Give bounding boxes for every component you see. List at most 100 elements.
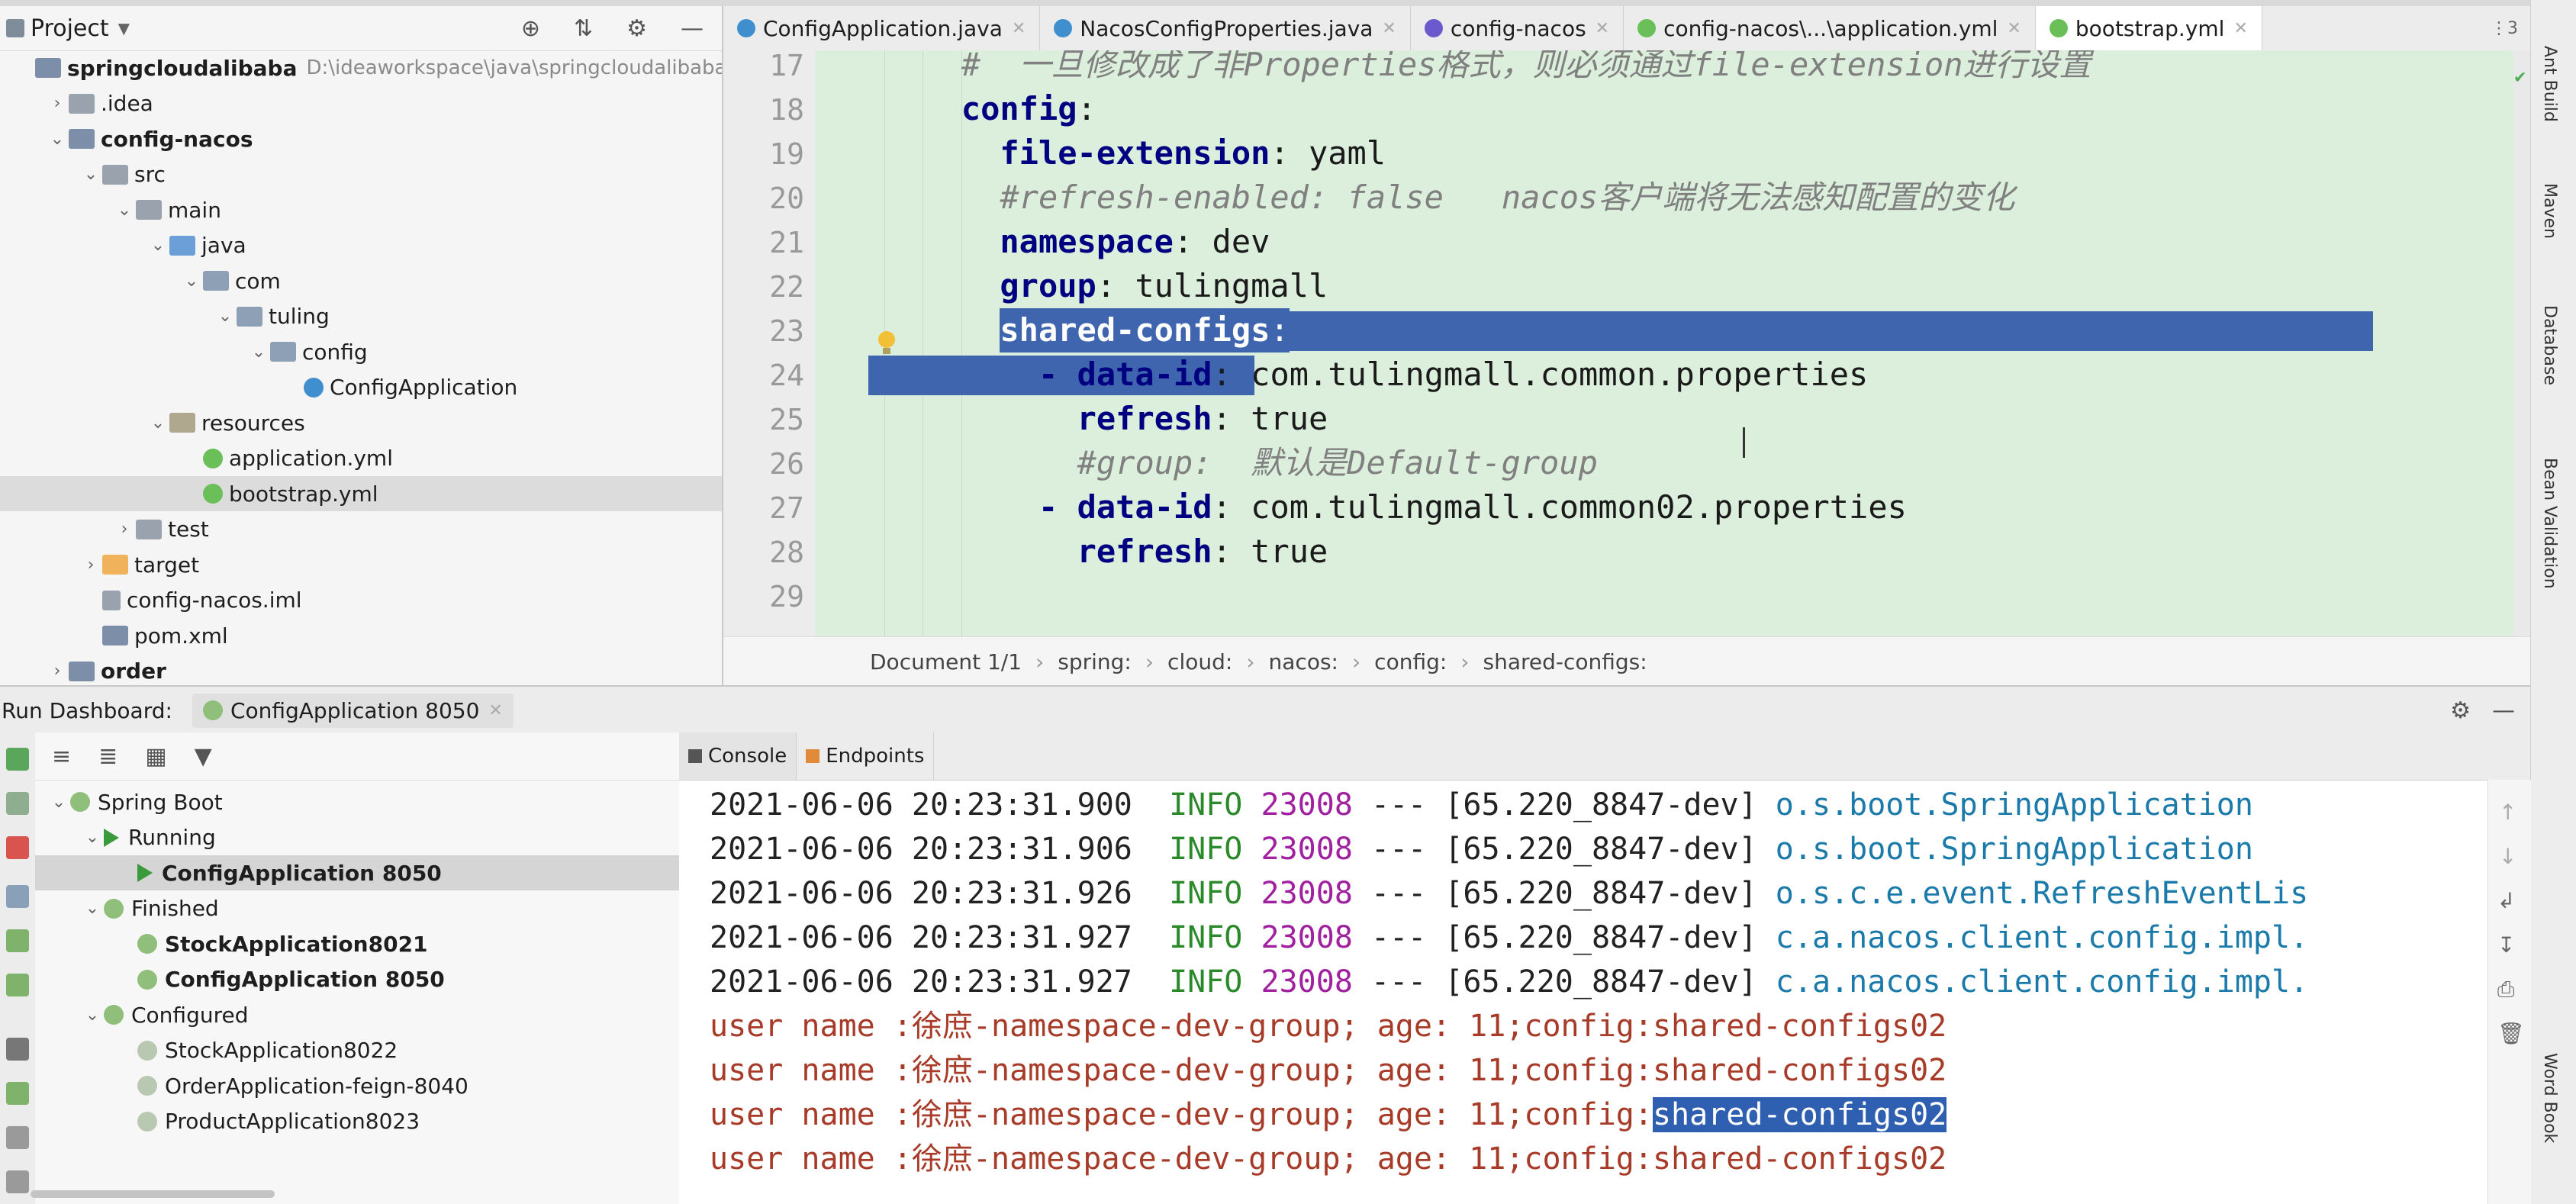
group-by-icon[interactable]: ▦: [145, 742, 167, 770]
editor-tab[interactable]: ConfigApplication.java✕: [723, 6, 1041, 50]
editor-tab[interactable]: config-nacos\...\application.yml✕: [1624, 6, 2036, 50]
run-tree-item[interactable]: ConfigApplication 8050: [35, 855, 679, 890]
console-output[interactable]: 2021-06-06 20:23:31.900 INFO 23008 --- […: [679, 780, 2487, 1204]
breadcrumb-item[interactable]: spring:: [1058, 649, 1132, 674]
tree-item[interactable]: ›.idea: [0, 86, 722, 121]
close-icon[interactable]: ✕: [488, 700, 503, 720]
run-tree-item[interactable]: ⌄Finished: [35, 891, 679, 926]
minimize-icon[interactable]: —: [2492, 697, 2515, 724]
tool-window-ant-build[interactable]: Ant Build: [2540, 46, 2559, 122]
chevron-down-icon[interactable]: ⌄: [217, 307, 233, 326]
breadcrumb-item[interactable]: nacos:: [1268, 649, 1338, 674]
chevron-down-icon[interactable]: ⌄: [85, 899, 100, 918]
group-icon[interactable]: [6, 885, 29, 908]
chevron-down-icon[interactable]: ⌄: [150, 413, 166, 433]
tree-item[interactable]: ConfigApplication: [0, 370, 722, 405]
editor-tab[interactable]: NacosConfigProperties.java✕: [1040, 6, 1411, 50]
tree-item[interactable]: ⌄main: [0, 192, 722, 227]
debug-icon[interactable]: [6, 792, 29, 815]
collapse-all-icon[interactable]: ≣: [98, 742, 118, 770]
tree-item[interactable]: ⌄src: [0, 157, 722, 192]
locate-icon[interactable]: ⊕: [520, 14, 540, 42]
close-icon[interactable]: ✕: [2007, 18, 2021, 38]
run-dashboard-tab[interactable]: ConfigApplication 8050 ✕: [192, 693, 514, 728]
chevron-down-icon[interactable]: ⌄: [150, 236, 166, 255]
tree-item[interactable]: ⌄resources: [0, 405, 722, 440]
tree-item[interactable]: application.yml: [0, 441, 722, 476]
breadcrumb-item[interactable]: config:: [1374, 649, 1447, 674]
chevron-down-icon[interactable]: ⌄: [50, 129, 65, 149]
gear-icon[interactable]: ⚙: [2450, 697, 2471, 724]
lightbulb-icon[interactable]: [876, 330, 897, 357]
rerun-icon[interactable]: [6, 748, 29, 771]
close-icon[interactable]: ✕: [1011, 18, 1026, 38]
tree-item[interactable]: ›target: [0, 547, 722, 582]
run-tree-item[interactable]: ⌄Spring Boot: [35, 784, 679, 819]
debug-config-icon[interactable]: [6, 974, 29, 996]
layout-icon[interactable]: [6, 1170, 29, 1193]
editor-scrollbar[interactable]: [2513, 50, 2530, 636]
filter-icon[interactable]: ▼: [194, 742, 212, 770]
exit-icon[interactable]: [6, 1126, 29, 1149]
editor-tab[interactable]: bootstrap.yml✕: [2035, 6, 2262, 53]
run-tree-item[interactable]: StockApplication8022: [35, 1033, 679, 1068]
gear-icon[interactable]: ⚙: [626, 14, 647, 42]
chevron-down-icon[interactable]: ▼: [118, 19, 130, 37]
chevron-down-icon[interactable]: ⌄: [184, 271, 199, 291]
run-tree-item[interactable]: ⌄Configured: [35, 997, 679, 1032]
soft-wrap-icon[interactable]: ↲: [2497, 888, 2516, 913]
scroll-down-icon[interactable]: ↓: [2499, 844, 2517, 869]
close-icon[interactable]: ✕: [1595, 18, 1610, 38]
profiler-icon[interactable]: [6, 1082, 29, 1105]
chevron-right-icon[interactable]: ›: [53, 662, 61, 681]
editor-tab[interactable]: config-nacos✕: [1411, 6, 1624, 50]
breadcrumb-item[interactable]: Document 1/1: [870, 649, 1022, 674]
run-tree-item[interactable]: ⌄Running: [35, 820, 679, 855]
chevron-down-icon[interactable]: ⌄: [83, 165, 98, 184]
console-tab-endpoints[interactable]: Endpoints: [797, 732, 935, 780]
tree-item[interactable]: config-nacos.iml: [0, 583, 722, 618]
chevron-down-icon[interactable]: ⌄: [251, 342, 266, 362]
project-panel-title[interactable]: Project: [31, 14, 109, 42]
chevron-right-icon[interactable]: ›: [121, 520, 128, 539]
close-icon[interactable]: ✕: [1382, 18, 1396, 38]
tree-item[interactable]: ⌄tuling: [0, 299, 722, 334]
run-tree-item[interactable]: ProductApplication8023: [35, 1104, 679, 1139]
close-icon[interactable]: ✕: [2233, 18, 2248, 38]
collapse-all-icon[interactable]: ⇅: [573, 14, 594, 42]
expand-all-icon[interactable]: ≡: [52, 742, 72, 770]
breadcrumb-item[interactable]: shared-configs:: [1483, 649, 1647, 674]
scroll-to-end-icon[interactable]: ↧: [2497, 932, 2516, 958]
chevron-down-icon[interactable]: ⌄: [51, 792, 66, 812]
tree-item[interactable]: ⌄com: [0, 263, 722, 298]
run-tree-item[interactable]: ConfigApplication 8050: [35, 962, 679, 997]
tab-overflow-button[interactable]: ⋮3: [2491, 18, 2518, 38]
run-config-icon[interactable]: [6, 929, 29, 952]
camera-icon[interactable]: [6, 1038, 29, 1061]
run-tree-item[interactable]: StockApplication8021: [35, 926, 679, 961]
console-tab-console[interactable]: Console: [679, 732, 797, 780]
chevron-right-icon[interactable]: ›: [87, 555, 95, 575]
tree-item[interactable]: bootstrap.yml: [0, 476, 722, 511]
chevron-down-icon[interactable]: ⌄: [85, 1005, 100, 1025]
tree-item[interactable]: ›order: [0, 654, 722, 686]
scroll-up-icon[interactable]: ↑: [2499, 800, 2517, 825]
console-horizontal-scrollbar[interactable]: [31, 1190, 275, 1198]
tree-item[interactable]: pom.xml: [0, 618, 722, 653]
tree-item[interactable]: ⌄config: [0, 334, 722, 369]
chevron-down-icon[interactable]: ⌄: [85, 828, 100, 847]
stop-icon[interactable]: [6, 836, 29, 859]
tree-item[interactable]: ›test: [0, 512, 722, 547]
print-icon[interactable]: ⎙: [2497, 977, 2515, 1002]
breadcrumb-item[interactable]: cloud:: [1167, 649, 1233, 674]
tool-window-bean-validation[interactable]: Bean Validation: [2540, 458, 2559, 589]
tree-item[interactable]: ⌄java: [0, 228, 722, 263]
tool-window-maven[interactable]: Maven: [2540, 183, 2559, 239]
trash-icon[interactable]: 🗑: [2497, 1021, 2525, 1046]
minimize-icon[interactable]: —: [681, 14, 704, 42]
tree-item[interactable]: ⌄config-nacos: [0, 121, 722, 156]
chevron-down-icon[interactable]: ⌄: [117, 200, 132, 220]
tool-window-word-book[interactable]: Word Book: [2540, 1053, 2559, 1144]
